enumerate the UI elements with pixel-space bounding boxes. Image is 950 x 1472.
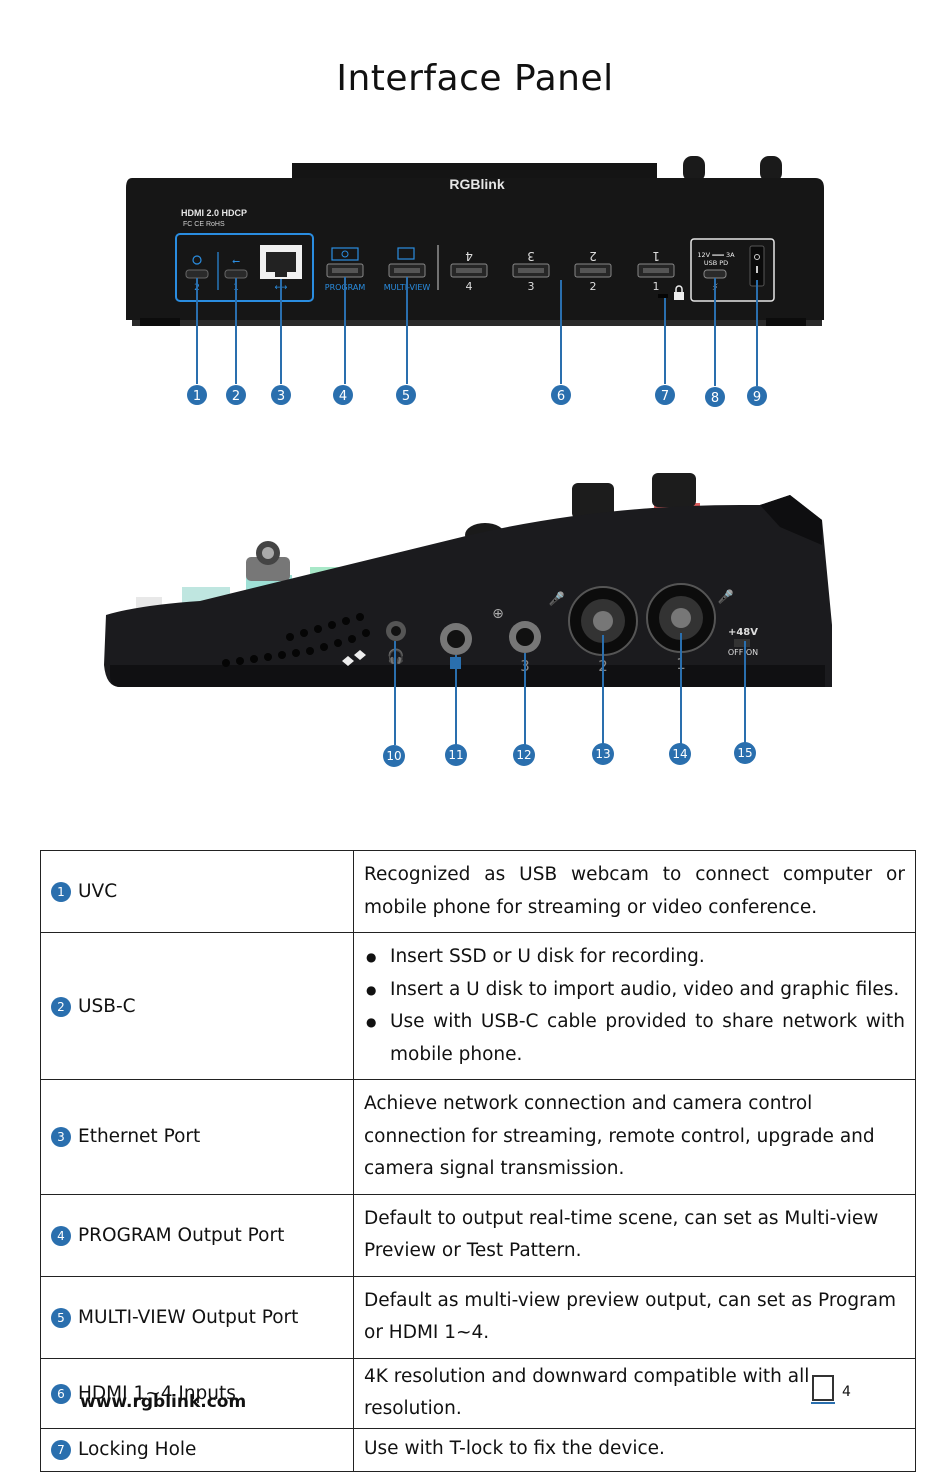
page-number: 4 xyxy=(842,1384,851,1400)
row-number-badge: 1 xyxy=(51,882,71,902)
svg-text:4: 4 xyxy=(466,280,473,293)
cert-text-1: HDMI 2.0 HDCP xyxy=(181,208,247,218)
vent-holes xyxy=(222,613,370,667)
svg-text:2: 2 xyxy=(590,280,597,293)
svg-text:🎤: 🎤 xyxy=(718,588,734,605)
row-description: Default to output real-time scene, can s… xyxy=(353,1193,916,1277)
table-row: 5 MULTI-VIEW Output Port Default as multi… xyxy=(40,1275,916,1359)
list-item: Insert a U disk to import audio, video a… xyxy=(366,974,905,1007)
table-row: 7 Locking Hole Use with T-lock to fix the… xyxy=(40,1427,916,1472)
headphone-jack: 🎧 xyxy=(386,621,406,665)
brand-logo: RGBlink xyxy=(449,176,504,192)
svg-text:1: 1 xyxy=(652,249,660,263)
table-row: 4 PROGRAM Output Port Default to output r… xyxy=(40,1193,916,1277)
svg-text:9: 9 xyxy=(753,390,761,405)
table-row: 2 USB-C Insert SSD or U disk for recordin… xyxy=(40,932,916,1080)
svg-text:OFF ON: OFF ON xyxy=(728,648,758,657)
row-number-badge: 6 xyxy=(51,1383,71,1404)
svg-text:⊕: ⊕ xyxy=(492,606,504,622)
table-row: 6 HDMI 1~4 Inputs 4K resolution and downw… xyxy=(40,1357,916,1429)
svg-text:8: 8 xyxy=(711,391,719,406)
list-item: Insert SSD or U disk for recording. xyxy=(366,941,905,974)
aux-input-jack: ⊕ 3 xyxy=(492,606,541,675)
svg-text:3: 3 xyxy=(277,389,285,404)
cert-text-2: FC CE RoHS xyxy=(183,221,225,228)
row-number-badge: 3 xyxy=(51,1127,71,1148)
row-description: Recognized as USB webcam to connect comp… xyxy=(353,850,916,933)
svg-text:4: 4 xyxy=(339,389,347,404)
row-number-badge: 2 xyxy=(51,996,71,1017)
table-row: 1 UVC Recognized as USB webcam to connect… xyxy=(40,850,916,933)
hdmi-input-2: 2 2 xyxy=(574,249,612,293)
svg-text:12: 12 xyxy=(516,748,531,762)
row-label: Ethernet Port xyxy=(78,1126,201,1148)
svg-text:15: 15 xyxy=(737,746,752,760)
svg-text:11: 11 xyxy=(448,748,463,762)
svg-text:10: 10 xyxy=(386,749,401,763)
row-label: MULTI-VIEW Output Port xyxy=(78,1306,299,1328)
footer-url: www.rgblink.com xyxy=(80,1392,247,1412)
row-number-badge: 7 xyxy=(51,1440,71,1460)
row-label: UVC xyxy=(78,881,118,902)
row-label: USB-C xyxy=(78,995,136,1017)
svg-text:🎤: 🎤 xyxy=(549,590,565,607)
row-number-badge: 4 xyxy=(51,1225,71,1246)
interface-spec-table: 1 UVC Recognized as USB webcam to connect… xyxy=(40,850,916,1472)
hdmi-input-3: 3 3 xyxy=(512,249,550,293)
svg-text:4: 4 xyxy=(465,249,473,263)
hdmi-input-4: 4 4 xyxy=(450,249,488,293)
book-icon xyxy=(811,1375,835,1404)
svg-text:+48V: +48V xyxy=(728,627,758,638)
svg-text:1: 1 xyxy=(193,389,201,404)
rear-panel-figure: RGBlink HDMI 2.0 HDCP FC CE RoHS 2 ⭠ 1 ⟷… xyxy=(126,156,824,407)
svg-text:USB PD: USB PD xyxy=(704,259,728,267)
hdmi-input-1: 1 1 xyxy=(637,249,675,293)
row-label: HDMI 1~4 Inputs xyxy=(78,1382,236,1404)
svg-text:3: 3 xyxy=(527,249,535,263)
svg-text:1: 1 xyxy=(653,280,660,293)
bullet-list: Insert SSD or U disk for recording. Inse… xyxy=(364,941,905,1071)
svg-text:14: 14 xyxy=(672,747,687,761)
row-label: PROGRAM Output Port xyxy=(78,1224,285,1246)
svg-text:5: 5 xyxy=(402,389,410,404)
list-item: Use with USB-C cable provided to share n… xyxy=(366,1006,905,1071)
svg-text:⭠: ⭠ xyxy=(232,256,240,267)
svg-text:6: 6 xyxy=(557,389,565,404)
rear-callouts: 1 2 3 4 5 6 7 8 9 xyxy=(187,385,767,407)
page-title: Interface Panel xyxy=(336,58,614,99)
row-description: Achieve network connection and camera co… xyxy=(353,1079,916,1195)
svg-text:7: 7 xyxy=(661,389,669,404)
mic-input-1: 🎤 1 xyxy=(646,583,734,673)
svg-text:2: 2 xyxy=(232,389,240,404)
phantom-power-switch: +48V OFF ON xyxy=(728,627,758,657)
table-row: 3 Ethernet Port Achieve network connectio… xyxy=(40,1079,916,1195)
row-label: Locking Hole xyxy=(78,1439,197,1460)
row-description: 4K resolution and downward compatible wi… xyxy=(353,1357,916,1429)
side-callouts: 10 11 12 13 14 15 xyxy=(383,742,756,767)
svg-text:3: 3 xyxy=(528,280,535,293)
svg-text:13: 13 xyxy=(595,747,610,761)
row-description: Use with T-lock to fix the device. xyxy=(353,1427,916,1472)
svg-text:2: 2 xyxy=(589,249,597,263)
row-description: Default as multi-view preview output, ca… xyxy=(353,1275,916,1359)
lock-icon xyxy=(658,285,684,300)
row-number-badge: 5 xyxy=(51,1307,71,1328)
svg-text:12V ═══ 3A: 12V ═══ 3A xyxy=(697,251,735,259)
side-panel-figure: 🎧 ⊕ 3 🎤 2 🎤 1 +48V OFF ON xyxy=(104,473,832,767)
